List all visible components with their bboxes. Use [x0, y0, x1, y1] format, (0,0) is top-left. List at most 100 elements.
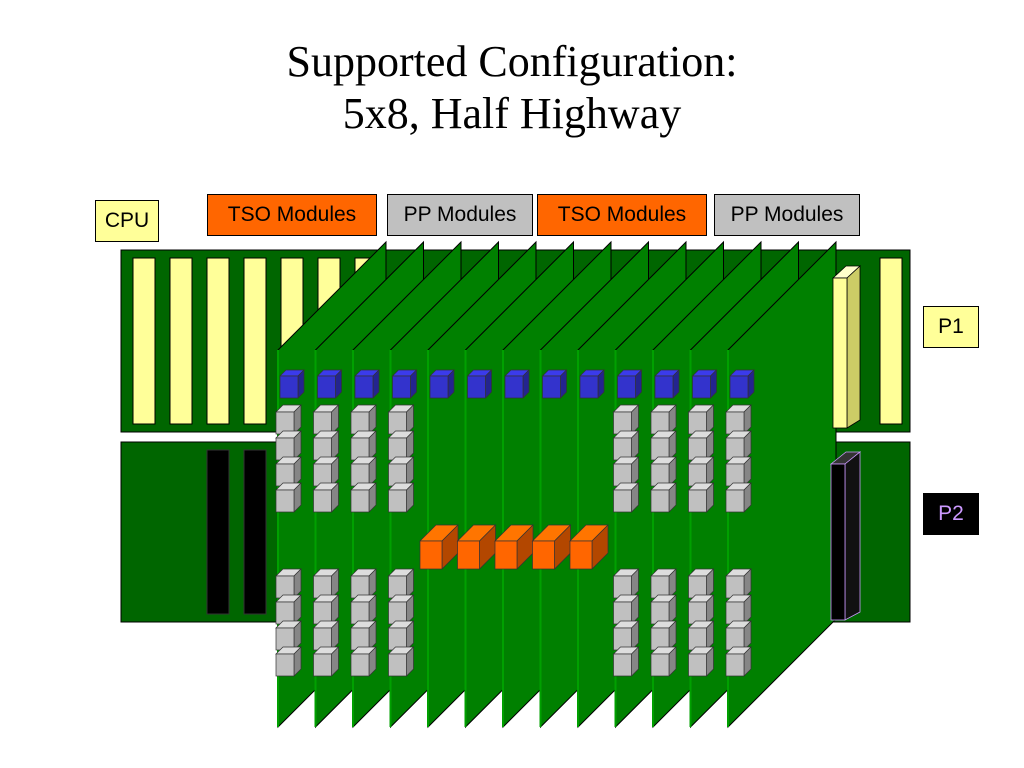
p1-slot [879, 257, 903, 425]
tso-chip-front [457, 540, 480, 570]
gray-chip [312, 620, 340, 651]
gray-chip [725, 430, 752, 461]
blue-connector-front [579, 375, 599, 399]
gray-chip [687, 568, 715, 599]
gray-chip [312, 430, 340, 461]
gray-chip-front [688, 653, 707, 677]
gray-chip-front [613, 653, 632, 677]
gray-chip [387, 482, 415, 513]
blue-connector [391, 369, 418, 399]
gray-chip [612, 620, 640, 651]
tso-chip-front [494, 540, 518, 570]
gray-chip [275, 646, 302, 677]
gray-chip-front [350, 489, 370, 513]
gray-chip [312, 568, 340, 599]
gray-chip [687, 456, 715, 487]
gray-chip [687, 620, 715, 651]
blue-connector-front [279, 375, 299, 399]
blue-connector-front [354, 375, 374, 399]
gray-chip-front [388, 489, 407, 513]
gray-chip [275, 430, 302, 461]
gray-chip [312, 594, 340, 625]
gray-chip [650, 594, 677, 625]
gray-chip [387, 594, 415, 625]
gray-chip [387, 620, 415, 651]
gray-chip [350, 404, 377, 435]
blue-connector-front [729, 375, 749, 399]
blue-connector [354, 369, 380, 399]
gray-chip [650, 620, 677, 651]
gray-chip-front [313, 653, 332, 677]
gray-chip [275, 568, 302, 599]
tso-chip-front [419, 540, 443, 570]
gray-chip-front [725, 489, 745, 513]
p1-label: P1 [923, 306, 979, 348]
gray-chip [350, 482, 377, 513]
gray-chip [725, 482, 752, 513]
gray-chip-front [650, 489, 670, 513]
gray-chip [312, 646, 340, 677]
blue-connector [729, 369, 755, 399]
gray-chip [725, 568, 752, 599]
gray-chip [725, 456, 752, 487]
gray-chip [612, 404, 640, 435]
blue-connector-front [467, 375, 486, 399]
gray-chip [687, 594, 715, 625]
gray-chip [275, 620, 302, 651]
gray-chip [612, 430, 640, 461]
p1-slot [206, 257, 230, 425]
gray-chip [687, 404, 715, 435]
pp-modules-label-2: PP Modules [714, 194, 860, 236]
gray-chip-front [650, 653, 670, 677]
gray-chip [687, 646, 715, 677]
blue-connector [654, 369, 680, 399]
gray-chip [350, 430, 377, 461]
blue-connector [579, 369, 605, 399]
blue-connector-front [542, 375, 561, 399]
gray-chip [387, 430, 415, 461]
gray-chip [275, 594, 302, 625]
blue-connector [541, 369, 568, 399]
blue-connector [466, 369, 493, 399]
gray-chip [350, 594, 377, 625]
gray-chip-front [388, 653, 407, 677]
blue-connector [691, 369, 718, 399]
blue-connector-front [429, 375, 449, 399]
gray-chip [725, 646, 752, 677]
p2-black-slot [243, 449, 267, 615]
gray-chip [650, 646, 677, 677]
gray-chip [387, 404, 415, 435]
p2-black-slot [206, 449, 230, 615]
gray-chip [725, 594, 752, 625]
gray-chip-front [613, 489, 632, 513]
gray-chip [687, 430, 715, 461]
tso-chip [494, 524, 534, 570]
module-boards [275, 240, 862, 729]
gray-chip-front [725, 653, 745, 677]
page-title: Supported Configuration: 5x8, Half Highw… [0, 36, 1024, 140]
gray-chip [387, 568, 415, 599]
gray-chip-front [275, 489, 295, 513]
blue-connector-front [392, 375, 411, 399]
p1-connector-side [846, 265, 861, 429]
tso-modules-label-2: TSO Modules [537, 194, 707, 236]
tso-chip [456, 524, 497, 570]
gray-chip [312, 482, 340, 513]
gray-chip [650, 456, 677, 487]
gray-chip [612, 456, 640, 487]
blue-connector-front [692, 375, 711, 399]
gray-chip [350, 646, 377, 677]
gray-chip-front [350, 653, 370, 677]
gray-chip [275, 482, 302, 513]
blue-connector [279, 369, 305, 399]
gray-chip [612, 594, 640, 625]
blue-connector-front [654, 375, 674, 399]
gray-chip [312, 456, 340, 487]
title-line-2: 5x8, Half Highway [342, 89, 682, 138]
gray-chip [687, 482, 715, 513]
gray-chip [312, 404, 340, 435]
gray-chip [350, 456, 377, 487]
tso-chip-front [532, 540, 555, 570]
blue-connector [616, 369, 643, 399]
